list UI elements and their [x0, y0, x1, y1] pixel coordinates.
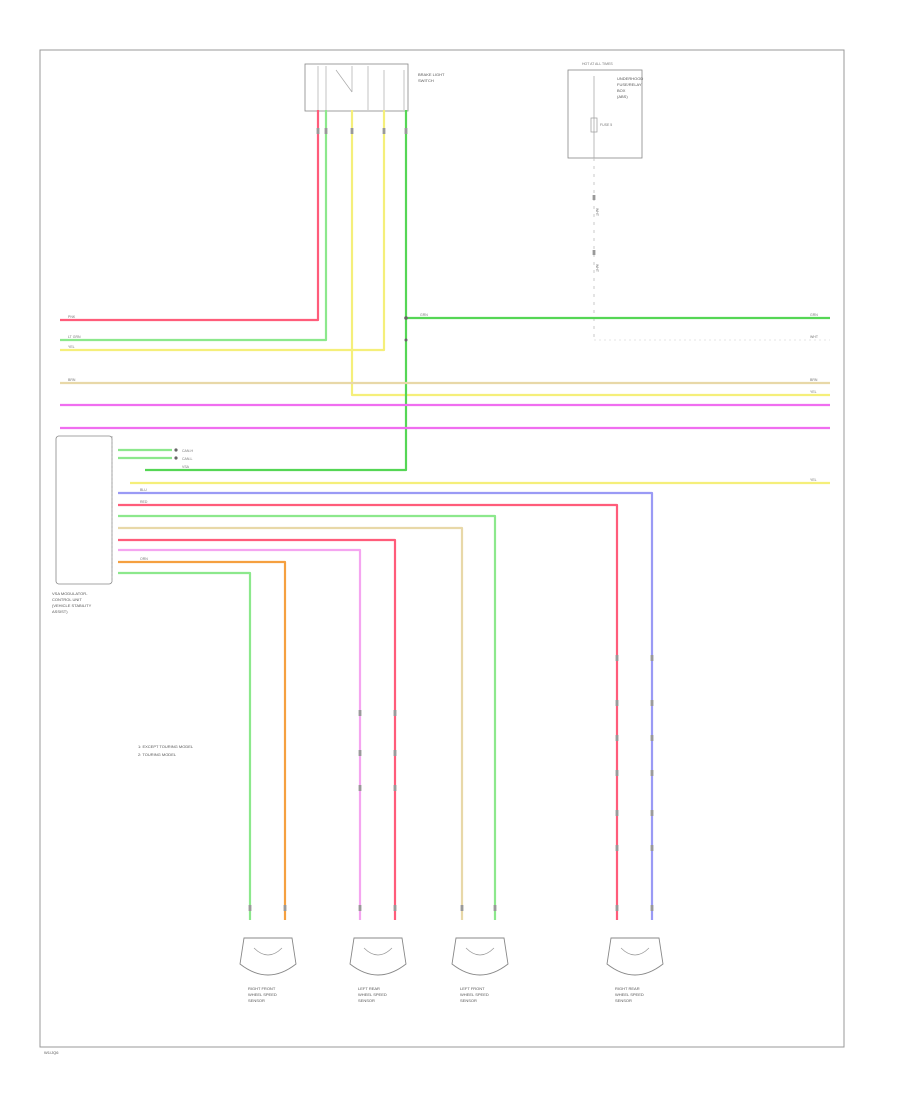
- wire-red-lr: [118, 538, 397, 920]
- wheel-speed-sensor-icon: [239, 937, 297, 976]
- fuse-relay-box: HOT AT ALL TIMES UNDERHOOD FUSE/RELAY BO…: [567, 62, 830, 341]
- wire-ltgreen-brake: [60, 110, 328, 342]
- wheel-speed-sensor-icon: [349, 937, 407, 976]
- note-2: 2: TOURING MODEL: [138, 752, 177, 757]
- tag-blu: BLU: [140, 488, 147, 492]
- vsa-unit-outline: [55, 435, 113, 585]
- splice-dot-icon: [404, 338, 408, 342]
- wire-blue-rr: [118, 491, 654, 920]
- sensor-lf-label-1: LEFT FRONT: [460, 986, 485, 991]
- fuse-box-label-2: FUSE/RELAY: [617, 82, 642, 87]
- wire-yellow-brake-1: [60, 110, 386, 352]
- wire-harness: [60, 110, 830, 920]
- fuse-box-label-1: UNDERHOOD: [617, 76, 643, 81]
- vsa-unit-label-2: CONTROL UNIT: [52, 597, 82, 602]
- can-h-connector-icon: [174, 448, 178, 452]
- brake-light-switch-label-2: SWITCH: [418, 78, 434, 83]
- splice-dot-icon: [404, 316, 408, 320]
- can-h-label: CAN-H: [182, 449, 194, 453]
- brake-light-switch-label-1: BRAKE LIGHT: [418, 72, 445, 77]
- sensor-rr-label-1: RIGHT REAR: [615, 986, 640, 991]
- sensor-rf-label-3: SENSOR: [248, 998, 265, 1003]
- vsa-unit-label-4: ASSIST): [52, 609, 68, 614]
- wheel-speed-sensor-icon: [606, 937, 664, 976]
- wire-red-rr: [118, 503, 619, 920]
- sensor-rr-label-2: WHEEL SPEED: [615, 992, 644, 997]
- fuse-5-icon: [590, 117, 598, 133]
- tag-wht-vertical-1: WHT: [595, 208, 599, 217]
- wire-orange-rf: [118, 560, 287, 920]
- tag-grn-right: GRN: [810, 313, 818, 317]
- sensor-left-rear: LEFT REAR WHEEL SPEED SENSOR: [349, 937, 407, 1003]
- splice-points: [404, 316, 408, 342]
- tag-red: RED: [140, 500, 148, 504]
- fuse-box-outline: [567, 69, 643, 159]
- tag-pnk: PNK: [68, 315, 76, 319]
- fuse-box-label-3: BOX: [617, 88, 626, 93]
- tag-brn-right: BRN: [810, 378, 818, 382]
- wire-red-brake: [60, 110, 320, 322]
- tag-yel-bus-right: YEL: [810, 478, 817, 482]
- wire-pink-lr: [118, 548, 362, 920]
- tag-orn: ORN: [140, 557, 148, 561]
- wire-ltgreen-lf: [118, 514, 497, 920]
- sensor-right-front: RIGHT FRONT WHEEL SPEED SENSOR: [239, 937, 297, 1003]
- sensor-lr-label-2: WHEEL SPEED: [358, 992, 387, 997]
- sensor-lf-label-2: WHEEL SPEED: [460, 992, 489, 997]
- sensor-left-front: LEFT FRONT WHEEL SPEED SENSOR: [451, 937, 509, 1003]
- brake-light-switch: BRAKE LIGHT SWITCH: [304, 63, 445, 112]
- wire-green-rf: [118, 571, 252, 920]
- sensor-right-rear: RIGHT REAR WHEEL SPEED SENSOR: [606, 937, 664, 1003]
- sensor-rf-label-2: WHEEL SPEED: [248, 992, 277, 997]
- fuse-box-header: HOT AT ALL TIMES: [582, 62, 613, 66]
- vsa-unit-label-3: (VEHICLE STABILITY: [52, 603, 92, 608]
- wire-tags: PNK LT GRN YEL GRN BRN BRN YEL GRN WHT Y…: [68, 208, 819, 561]
- vsa-control-unit: VSA MODULATOR- CONTROL UNIT (VEHICLE STA…: [52, 435, 194, 614]
- vsa-side-label: VSA: [182, 465, 190, 469]
- wire-yellow-brake-2: [350, 110, 830, 397]
- sensor-lf-label-3: SENSOR: [460, 998, 477, 1003]
- sensor-rr-label-3: SENSOR: [615, 998, 632, 1003]
- diagram-notes: 1: EXCEPT TOURING MODEL 2: TOURING MODEL: [138, 744, 194, 757]
- brake-light-switch-box: [304, 63, 409, 112]
- tag-wht-right: WHT: [810, 335, 819, 339]
- wheel-speed-sensor-icon: [451, 937, 509, 976]
- tag-brn: BRN: [68, 378, 76, 382]
- can-l-label: CAN-L: [182, 457, 193, 461]
- tag-grn: GRN: [420, 313, 428, 317]
- tag-lt-grn: LT GRN: [68, 335, 81, 339]
- diagram-frame: [39, 49, 845, 1048]
- footer-code: W1/JQ6: [44, 1050, 59, 1055]
- fuse-5-label: FUSE 5: [600, 123, 612, 127]
- vsa-unit-label-1: VSA MODULATOR-: [52, 591, 88, 596]
- fuse-box-label-4: (ABS): [617, 94, 628, 99]
- tag-wht-vertical-2: WHT: [595, 264, 599, 273]
- inline-connectors: [248, 128, 654, 911]
- sensor-lr-label-1: LEFT REAR: [358, 986, 380, 991]
- tag-yel: YEL: [68, 345, 75, 349]
- sensor-rf-label-1: RIGHT FRONT: [248, 986, 276, 991]
- note-1: 1: EXCEPT TOURING MODEL: [138, 744, 194, 749]
- tag-yel-right: YEL: [810, 390, 817, 394]
- sensor-lr-label-3: SENSOR: [358, 998, 375, 1003]
- wire-green-brake: [145, 110, 408, 472]
- wire-tan-lf: [118, 526, 464, 920]
- can-l-connector-icon: [174, 456, 178, 460]
